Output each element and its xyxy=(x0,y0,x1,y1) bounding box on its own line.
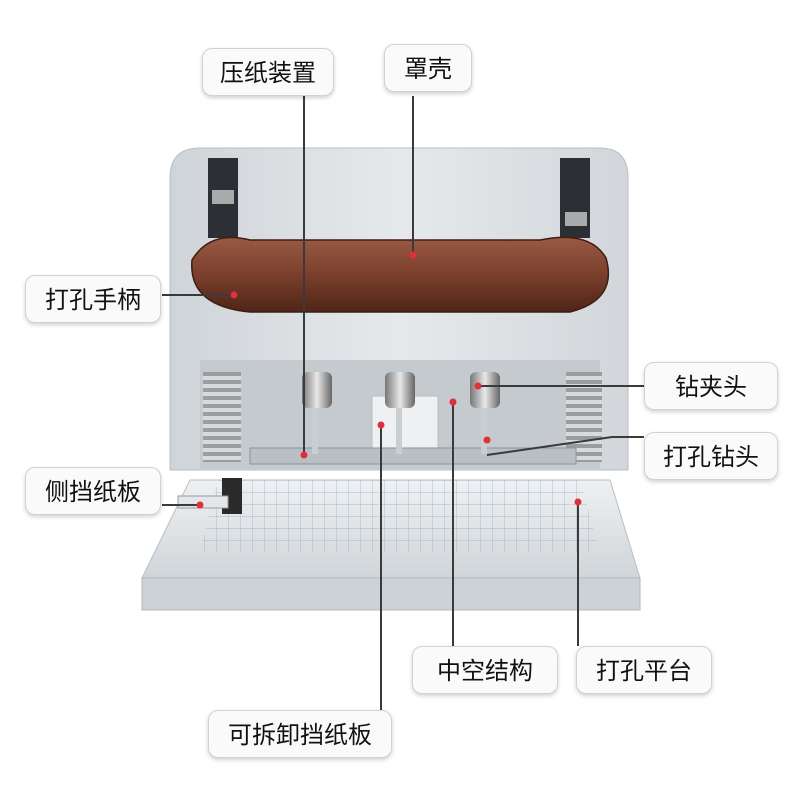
drill-chucks xyxy=(302,372,500,454)
label-removable-guide: 可拆卸挡纸板 xyxy=(208,710,392,758)
punch-platform-shape xyxy=(141,478,641,611)
marker-dots xyxy=(196,251,582,509)
label-drill-bit: 打孔钻头 xyxy=(644,432,778,480)
label-hollow-structure: 中空结构 xyxy=(412,646,558,694)
punch-handle xyxy=(191,236,610,313)
label-punch-handle: 打孔手柄 xyxy=(25,275,161,323)
leader-lines xyxy=(162,96,644,710)
label-punch-platform: 打孔平台 xyxy=(576,646,712,694)
label-side-guide: 侧挡纸板 xyxy=(25,467,161,515)
label-drill-chuck: 钻夹头 xyxy=(644,362,778,410)
label-cover: 罩壳 xyxy=(384,44,472,92)
label-paper-press: 压纸装置 xyxy=(202,48,334,96)
